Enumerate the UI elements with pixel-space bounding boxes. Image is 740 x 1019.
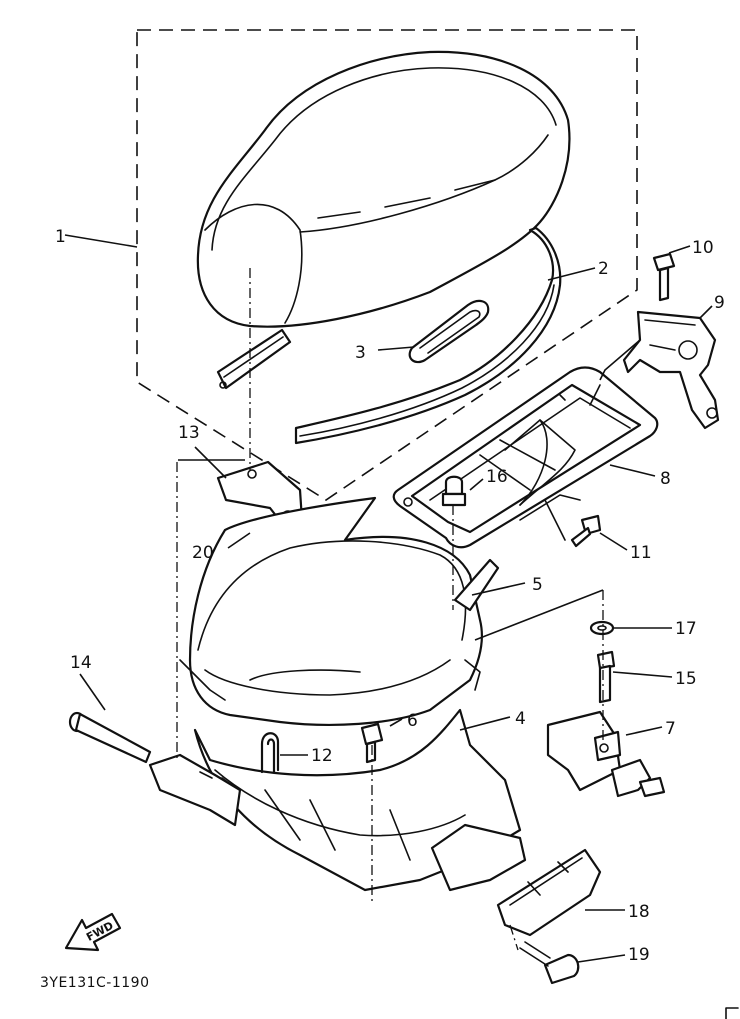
- storage-box[interactable]: [179, 496, 500, 726]
- callout-19: 19: [628, 945, 650, 965]
- callout-9: 9: [714, 293, 725, 313]
- nut-16[interactable]: [441, 475, 467, 507]
- callout-15: 15: [675, 669, 697, 689]
- callout-2: 2: [598, 259, 609, 279]
- bolt-11[interactable]: [570, 514, 602, 548]
- cover-plate[interactable]: [496, 848, 602, 937]
- callout-18: 18: [628, 902, 650, 922]
- lower-housing[interactable]: [148, 708, 527, 892]
- callout-16: 16: [486, 467, 508, 487]
- callout-1: 1: [55, 227, 66, 247]
- callout-labels: 1 2 3 4 5 6 7 8 9 10 11 12 13 14 15 16 1…: [55, 227, 725, 965]
- drawing-code: 3YE131C-1190: [40, 975, 149, 991]
- bolt-10[interactable]: [652, 252, 676, 302]
- seat-assembly-boundary: [136, 29, 638, 501]
- callout-20: 20: [192, 543, 214, 563]
- callout-13: 13: [178, 423, 200, 443]
- rear-bracket[interactable]: [622, 310, 720, 430]
- callout-12: 12: [311, 746, 333, 766]
- leader-lines: [64, 234, 713, 963]
- callout-6: 6: [407, 711, 418, 731]
- seat-lock[interactable]: [546, 710, 666, 798]
- bolt-15[interactable]: [596, 650, 616, 704]
- spring-clip[interactable]: [260, 732, 280, 774]
- callout-4: 4: [515, 709, 526, 729]
- seat[interactable]: [196, 50, 571, 390]
- corner-mark: [725, 1007, 739, 1019]
- forward-direction-arrow: FWD: [64, 912, 122, 952]
- screw-19[interactable]: [519, 941, 580, 985]
- bolt-6[interactable]: [360, 722, 384, 764]
- seat-hinge-slot[interactable]: [408, 299, 490, 364]
- callout-3: 3: [355, 343, 366, 363]
- callout-11: 11: [630, 543, 652, 563]
- callout-10: 10: [692, 238, 714, 258]
- pivot-shaft[interactable]: [68, 711, 152, 764]
- callout-14: 14: [70, 653, 92, 673]
- callout-5: 5: [532, 575, 543, 595]
- callout-8: 8: [660, 469, 671, 489]
- washer-17[interactable]: [589, 620, 615, 636]
- callout-7: 7: [665, 719, 676, 739]
- seat-base[interactable]: [294, 226, 562, 445]
- callout-17: 17: [675, 619, 697, 639]
